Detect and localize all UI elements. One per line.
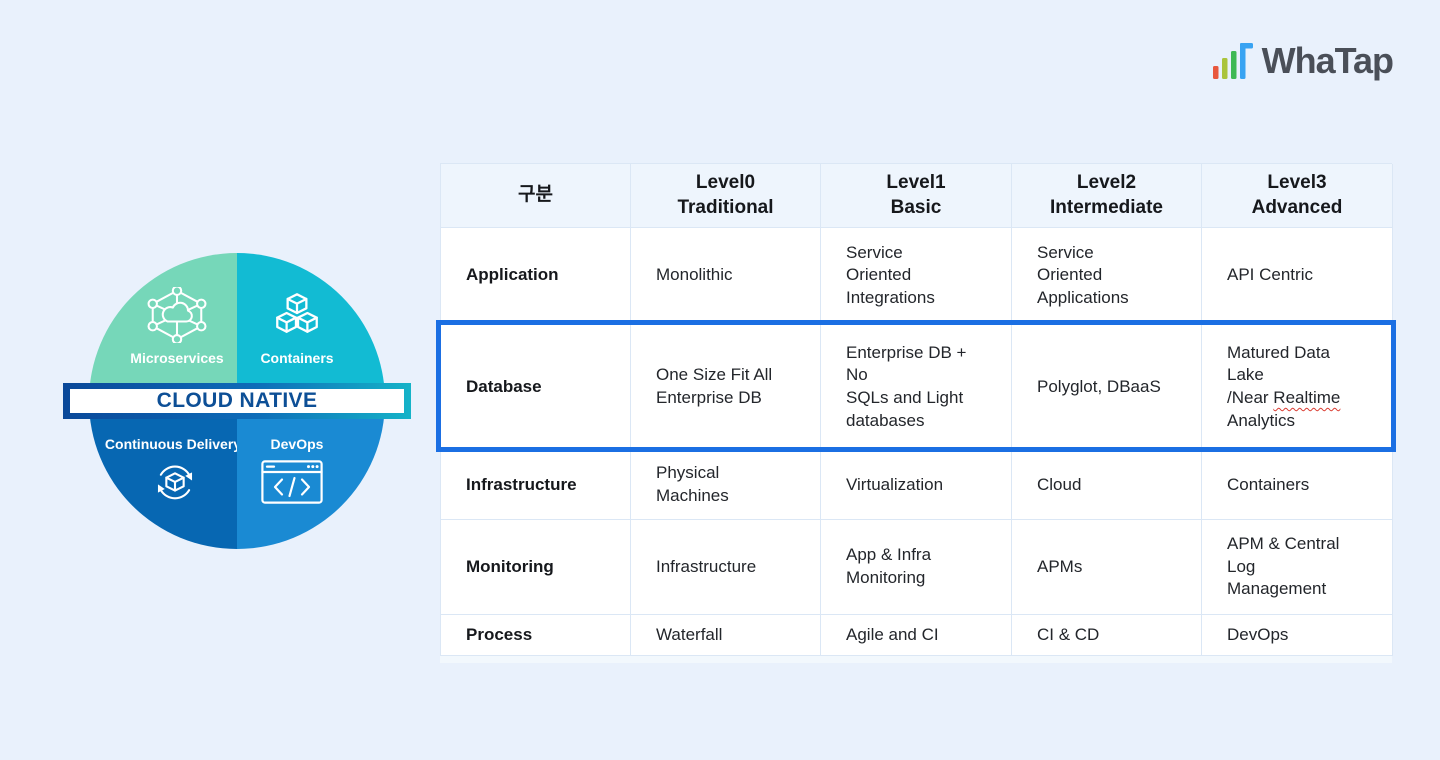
cell-infrastructure-level1: Virtualization xyxy=(821,451,1012,520)
cell-monitoring-level1: App & Infra Monitoring xyxy=(821,520,1012,615)
cell-database-level0: One Size Fit All Enterprise DB xyxy=(631,324,821,451)
cell-database-level3: Matured Data Lake /Near Realtime Analyti… xyxy=(1202,324,1393,451)
cell-application-level0: Monolithic xyxy=(631,228,821,324)
spellchecked-word: Realtime xyxy=(1273,388,1341,407)
cloud-native-banner-text: CLOUD NATIVE xyxy=(156,389,318,412)
cell-monitoring-level0: Infrastructure xyxy=(631,520,821,615)
cell-process-level1: Agile and CI xyxy=(821,615,1012,656)
row-label-infrastructure: Infrastructure xyxy=(441,451,631,520)
quadrant-containers: Containers xyxy=(237,253,385,401)
whatap-logo-icon xyxy=(1212,43,1253,79)
table-footer-strip xyxy=(440,656,1392,663)
maturity-table: 구분 Level0 Traditional Level1 Basic Level… xyxy=(436,163,1396,663)
whatap-logo: WhaTap xyxy=(1212,40,1394,82)
cell-infrastructure-level3: Containers xyxy=(1202,451,1393,520)
quadrant-microservices: Microservices xyxy=(89,253,237,401)
quadrant-label-continuous-delivery: Continuous Delivery xyxy=(104,436,242,452)
cloud-native-banner: CLOUD NATIVE xyxy=(63,383,411,419)
row-label-process: Process xyxy=(441,615,631,656)
cell-process-level0: Waterfall xyxy=(631,615,821,656)
maturity-table-grid: 구분 Level0 Traditional Level1 Basic Level… xyxy=(440,163,1393,656)
row-label-database: Database xyxy=(441,324,631,451)
col-header-level2: Level2 Intermediate xyxy=(1012,164,1202,228)
cell-application-level2: Service Oriented Applications xyxy=(1012,228,1202,324)
cell-text-after: Analytics xyxy=(1227,410,1296,430)
cell-monitoring-level2: APMs xyxy=(1012,520,1202,615)
quadrant-label-devops: DevOps xyxy=(270,436,324,452)
continuous-delivery-icon xyxy=(157,465,193,500)
cell-database-level1: Enterprise DB + No SQLs and Light databa… xyxy=(821,324,1012,451)
cell-application-level1: Service Oriented Integrations xyxy=(821,228,1012,324)
quadrant-devops: DevOps xyxy=(237,401,385,549)
col-header-level3: Level3 Advanced xyxy=(1202,164,1393,228)
microservices-icon xyxy=(147,287,207,343)
containers-icon xyxy=(276,293,318,333)
quadrant-label-containers: Containers xyxy=(260,350,334,366)
quadrant-continuous-delivery: Continuous Delivery xyxy=(89,401,241,549)
cell-process-level3: DevOps xyxy=(1202,615,1393,656)
row-label-monitoring: Monitoring xyxy=(441,520,631,615)
cell-application-level3: API Centric xyxy=(1202,228,1393,324)
cell-infrastructure-level0: Physical Machines xyxy=(631,451,821,520)
row-label-application: Application xyxy=(441,228,631,324)
cloud-native-circle: Microservices Containers xyxy=(89,253,385,549)
col-header-level1: Level1 Basic xyxy=(821,164,1012,228)
col-header-level0: Level0 Traditional xyxy=(631,164,821,228)
whatap-logo-text: WhaTap xyxy=(1261,40,1394,81)
cloud-native-diagram: Microservices Containers xyxy=(63,253,411,549)
cell-text-before: Matured Data Lake /Near xyxy=(1227,342,1330,407)
cell-infrastructure-level2: Cloud xyxy=(1012,451,1202,520)
cell-monitoring-level3: APM & Central Log Management xyxy=(1202,520,1393,615)
devops-icon xyxy=(261,460,323,504)
col-header-division: 구분 xyxy=(441,164,631,228)
cell-process-level2: CI & CD xyxy=(1012,615,1202,656)
cell-database-level3-text: Matured Data Lake /Near Realtime Analyti… xyxy=(1227,342,1340,432)
quadrant-label-microservices: Microservices xyxy=(130,350,224,366)
cloud-native-banner-inner: CLOUD NATIVE xyxy=(70,389,404,413)
cell-database-level2: Polyglot, DBaaS xyxy=(1012,324,1202,451)
